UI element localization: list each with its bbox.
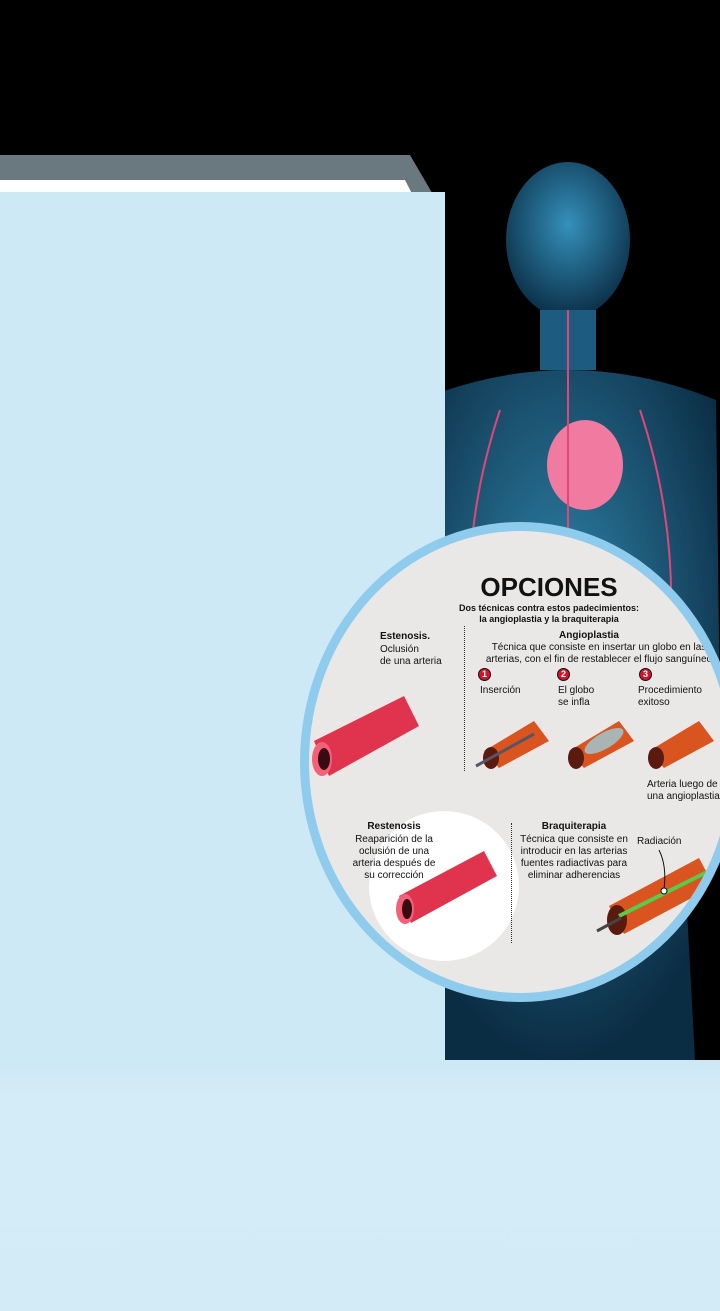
divider xyxy=(464,626,465,771)
radiation-label: Radiación xyxy=(637,836,682,847)
text-line: El globo xyxy=(558,685,595,696)
text-line: de una arteria xyxy=(380,656,442,667)
options-circle: OPCIONES Dos técnicas contra estos padec… xyxy=(300,522,720,1002)
text-line: introducir en las arterias xyxy=(520,846,628,857)
restenosis-title: Restenosis xyxy=(367,821,421,832)
text-line: Reaparición de la xyxy=(355,834,433,845)
artery-restenosis-image xyxy=(396,851,497,924)
text-line: exitoso xyxy=(638,697,670,708)
text-line: se infla xyxy=(558,697,590,708)
text-line: arterias, con el fin de restablecer el f… xyxy=(485,654,713,665)
estenosis-title: Estenosis. xyxy=(380,631,431,642)
step-number: 1 xyxy=(478,668,491,681)
step-number: 2 xyxy=(557,668,570,681)
bottom-panel xyxy=(0,1060,720,1311)
brachytherapy-artery-image xyxy=(596,849,714,935)
artery-stenosis-image xyxy=(312,696,419,776)
text-line: su corrección xyxy=(364,870,424,881)
text-line: Técnica que consiste en xyxy=(520,834,628,845)
angioplastia-text: Técnica que consiste en insertar un glob… xyxy=(459,642,720,666)
subtitle-line: la angioplastia y la braquiterapia xyxy=(479,614,619,624)
text-line: Oclusión xyxy=(380,644,419,655)
text-line: oclusión de una xyxy=(358,846,430,857)
text-line: arteria después de xyxy=(352,858,436,869)
text-line: eliminar adherencias xyxy=(527,870,621,881)
text-line: una angioplastia xyxy=(647,791,720,802)
text-line: Técnica que consiste en insertar un glob… xyxy=(491,642,707,653)
subtitle-line: Dos técnicas contra estos padecimientos: xyxy=(458,603,640,613)
angioplasty-artery-images xyxy=(475,721,714,769)
braquiterapia-title: Braquiterapia xyxy=(541,821,607,832)
heart-icon xyxy=(547,420,623,510)
title: OPCIONES xyxy=(480,572,618,602)
text-line: Arteria luego de xyxy=(647,779,718,790)
divider xyxy=(511,823,512,943)
text-line: fuentes radiactivas para xyxy=(520,858,628,869)
step-number: 3 xyxy=(639,668,652,681)
text-line: Procedimiento xyxy=(638,685,702,696)
step-label: Inserción xyxy=(480,685,521,696)
angioplastia-title: Angioplastia xyxy=(558,630,619,641)
subtitle: Dos técnicas contra estos padecimientos:… xyxy=(409,603,689,625)
